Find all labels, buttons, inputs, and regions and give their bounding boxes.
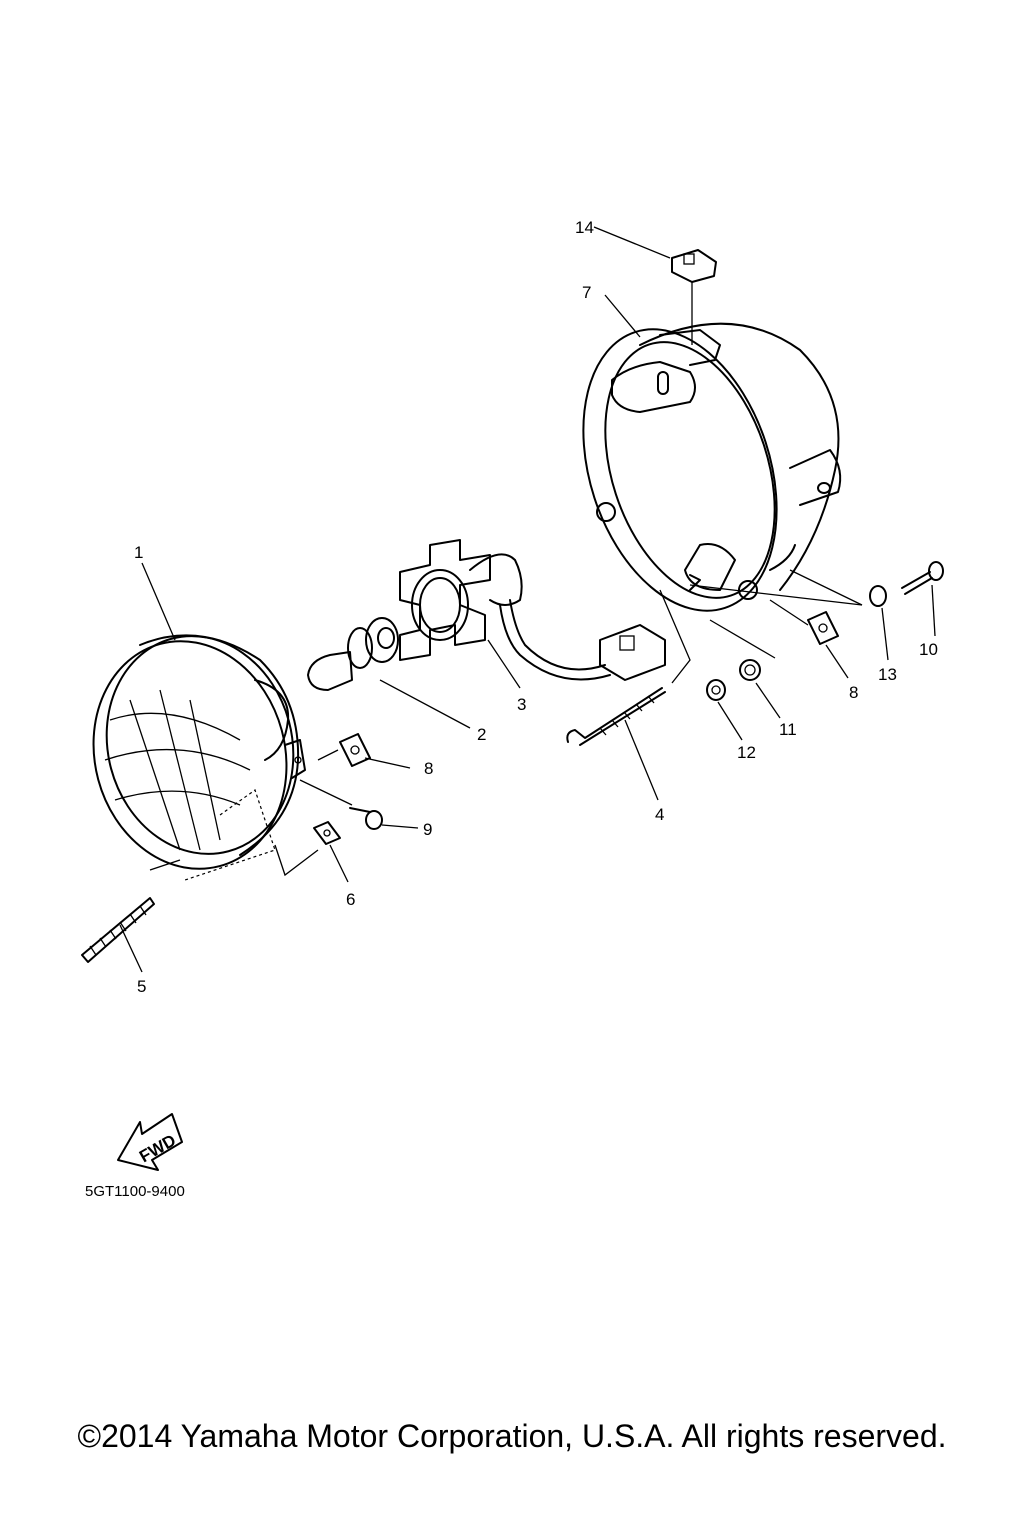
label-part-13: 13 [878, 665, 897, 684]
collar-part-12 [706, 679, 726, 701]
headlight-housing [582, 322, 842, 612]
fwd-arrow-icon: FWD [117, 1113, 183, 1171]
label-part-2: 2 [477, 725, 486, 744]
adjusting-screw [81, 897, 155, 963]
label-part-11: 11 [779, 720, 797, 739]
label-part-12: 12 [737, 743, 756, 762]
label-part-5: 5 [137, 977, 146, 996]
clip-nut-part-8-right [807, 611, 839, 645]
label-part-8-right: 8 [849, 683, 858, 702]
part-number-labels: 1 2 3 4 5 6 7 8 8 9 10 11 12 13 14 [134, 218, 938, 996]
label-part-14: 14 [575, 218, 594, 237]
drawing-code: 5GT1100-9400 [85, 1183, 185, 1200]
label-part-8-left: 8 [424, 759, 433, 778]
fwd-label: FWD [136, 1131, 179, 1167]
screw-part-10 [901, 561, 944, 595]
grommet-part-11 [739, 659, 761, 681]
socket-assembly [399, 539, 666, 681]
label-part-4: 4 [655, 805, 664, 824]
label-part-9: 9 [423, 820, 432, 839]
bulb [307, 617, 399, 691]
screw-part-9 [349, 807, 383, 830]
label-part-1: 1 [134, 543, 143, 562]
leader-lines [119, 226, 936, 973]
label-part-7: 7 [582, 283, 591, 302]
label-part-10: 10 [919, 640, 938, 659]
label-part-3: 3 [517, 695, 526, 714]
long-screw [566, 687, 666, 746]
clip-part-14 [671, 249, 717, 345]
washer-part-13 [869, 585, 887, 607]
headlight-lens-unit [92, 634, 306, 881]
nut-part-6 [313, 821, 341, 845]
clip-nut-part-8-left [339, 733, 371, 767]
copyright-notice: ©2014 Yamaha Motor Corporation, U.S.A. A… [77, 1418, 947, 1454]
label-part-6: 6 [346, 890, 355, 909]
